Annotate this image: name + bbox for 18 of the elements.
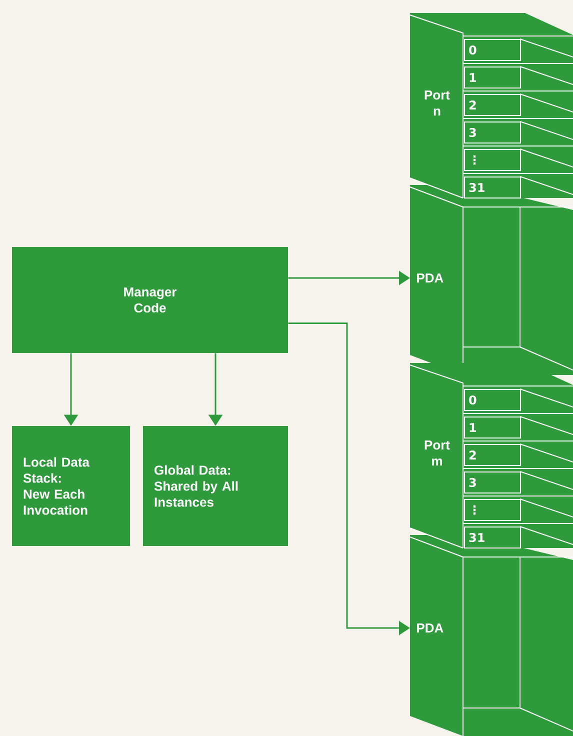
slot: ⋮ bbox=[462, 146, 573, 171]
slot: 31 bbox=[462, 523, 573, 548]
slot: 31 bbox=[462, 173, 573, 198]
process-box: Global Data: Shared by All Instances bbox=[143, 426, 288, 546]
slot: 3 bbox=[462, 118, 573, 144]
node-label: PDA bbox=[417, 624, 444, 632]
slot: 0 bbox=[462, 386, 573, 411]
slot: 2 bbox=[462, 440, 573, 466]
process-box: Manager Code bbox=[12, 247, 288, 353]
process-box: Local Data Stack: New Each Invocation bbox=[12, 426, 130, 546]
slot: 1 bbox=[462, 63, 573, 88]
slot: 3 bbox=[462, 468, 573, 494]
slot: ⋮ bbox=[462, 496, 573, 521]
slot: 1 bbox=[462, 413, 573, 438]
slot: 0 bbox=[462, 36, 573, 61]
slot: 2 bbox=[462, 90, 573, 116]
node-label: PDA bbox=[417, 274, 444, 282]
node-label: Port m bbox=[424, 440, 450, 466]
